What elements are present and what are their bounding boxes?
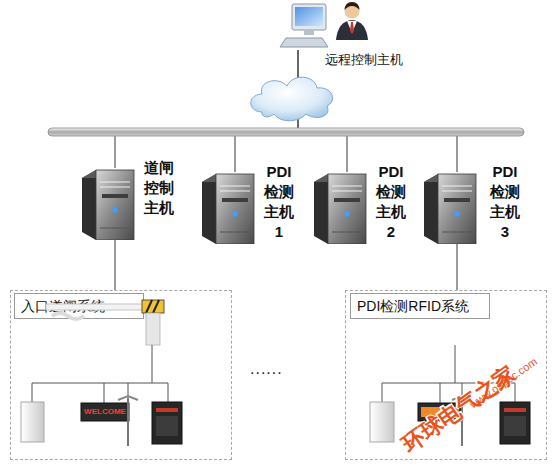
- operator-icon: [345, 2, 360, 10]
- led-text: WELCOME: [81, 404, 129, 420]
- operator-icon: [336, 2, 368, 40]
- barrier-gate: [153, 300, 159, 313]
- operator-icon: [336, 20, 368, 40]
- device-wire: [32, 345, 515, 404]
- device-wire: [440, 383, 441, 404]
- led-display: [81, 403, 129, 421]
- server-icon: [82, 170, 134, 240]
- rfid-reader: [21, 402, 44, 442]
- lamp-post: [118, 396, 138, 400]
- network-link: [115, 50, 298, 168]
- node-label: 道闸 控制 主机: [138, 158, 180, 218]
- rfid-reader: [21, 402, 394, 442]
- barrier-gate: [52, 313, 84, 319]
- device-wire: [128, 383, 129, 398]
- device-wire: [104, 383, 105, 404]
- controller-box: [156, 416, 178, 436]
- led-display: [81, 403, 462, 421]
- network-bus: [48, 128, 524, 136]
- remote-host: 远程控制主机: [285, 0, 425, 50]
- operator-icon: [350, 22, 354, 34]
- computer-icon: [280, 38, 328, 47]
- node-label: 远程控制主机: [325, 52, 421, 68]
- barrier-gate: [46, 300, 164, 345]
- controller-box: [156, 408, 178, 412]
- device-wire: [382, 383, 383, 402]
- controller-box: [152, 402, 182, 444]
- server-icon: [82, 170, 476, 244]
- device-wire: [152, 345, 153, 383]
- controller-box: [504, 408, 526, 412]
- internet-cloud: [251, 77, 333, 121]
- computer-icon: [292, 4, 326, 30]
- barrier-gate: [146, 300, 152, 313]
- computer-icon: [304, 30, 314, 35]
- device-wire: [168, 383, 169, 402]
- gate-control-host: 道闸 控制 主机: [78, 168, 182, 240]
- server-icon: [202, 174, 254, 244]
- pdi-detection-host: PDI 检测 主机 2: [310, 172, 414, 244]
- pdi-detection-host: PDI 检测 主机 1: [198, 172, 302, 244]
- computer-icon: [280, 4, 328, 47]
- device-wire: [32, 383, 33, 402]
- operator-icon: [345, 4, 360, 19]
- server-icon: [314, 174, 366, 244]
- node-label: PDI 检测 主机 2: [370, 162, 412, 242]
- node-label: PDI 检测 主机 1: [258, 162, 300, 242]
- node-label: PDI 检测 主机 3: [484, 162, 526, 242]
- ellipsis-mark: ......: [250, 360, 300, 378]
- network-link: [235, 50, 298, 172]
- network-link: [298, 50, 457, 172]
- lamp-post: [127, 398, 129, 446]
- node-label: PDI检测RFID系统: [350, 293, 490, 319]
- controller-box: [504, 416, 526, 436]
- device-wire: [455, 345, 456, 383]
- network-bus: [48, 128, 524, 136]
- network-link: [114, 240, 115, 290]
- barrier-gate: [142, 300, 164, 313]
- network-link: [456, 244, 457, 290]
- network-link: [298, 50, 347, 172]
- controller-box: [500, 402, 530, 444]
- operator-icon: [347, 21, 357, 33]
- server-icon: [424, 174, 476, 244]
- node-label: 入口道闸系统: [14, 293, 144, 319]
- device-wire: [32, 383, 168, 384]
- pdi-detection-host: PDI 检测 主机 3: [420, 172, 530, 244]
- system-group: 入口道闸系统: [10, 290, 232, 460]
- rfid-reader: [370, 402, 394, 442]
- computer-icon: [295, 7, 323, 26]
- barrier-gate: [46, 304, 146, 310]
- barrier-gate: [146, 313, 160, 345]
- internet-cloud: [251, 77, 333, 121]
